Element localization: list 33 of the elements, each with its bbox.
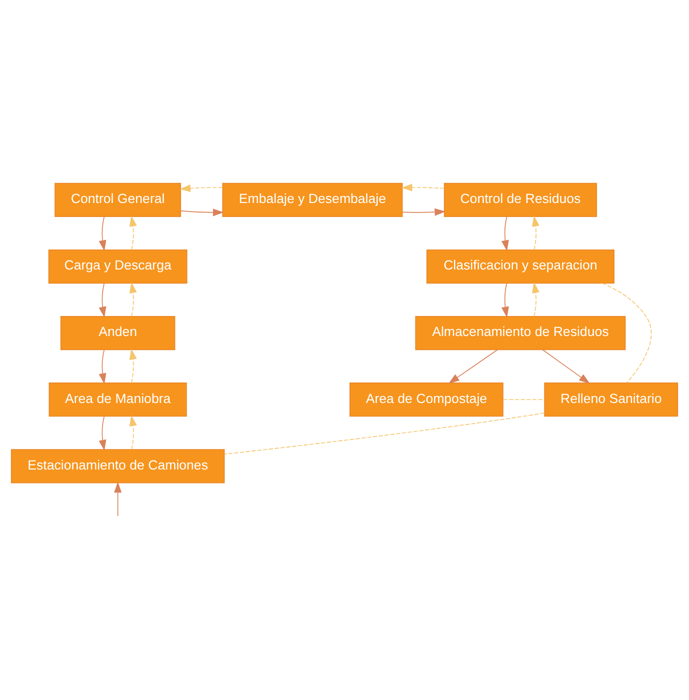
arrow [129, 216, 137, 250]
arrow [129, 415, 137, 450]
node-box: Almacenamiento de Residuos [415, 316, 626, 350]
arrow [129, 282, 137, 317]
connector [502, 399, 545, 400]
arrow [542, 349, 590, 384]
arrow [501, 216, 509, 252]
arrow [98, 216, 106, 252]
node-box: Estacionamiento de Camiones [10, 449, 225, 484]
arrow [401, 184, 445, 192]
node-box: Embalaje y Desembalaje [222, 182, 403, 218]
arrow [402, 208, 446, 216]
arrow [532, 216, 540, 250]
node-box: Control de Residuos [444, 182, 597, 218]
node-box: Control General [54, 182, 182, 218]
arrow [501, 282, 509, 318]
node-box: Anden [60, 316, 176, 350]
arrow [448, 349, 498, 384]
node-box: Area de Maniobra [48, 382, 187, 417]
node-box: Area de Compostaje [349, 382, 504, 417]
arrow [114, 482, 122, 516]
arrow [98, 350, 106, 384]
arrow [129, 348, 137, 384]
node-box: Clasificacion y separacion [426, 249, 614, 284]
node-box: Carga y Descarga [48, 249, 188, 284]
arrow [180, 208, 224, 216]
arrow [532, 282, 540, 317]
arrow [98, 282, 106, 318]
arrow [180, 184, 223, 192]
connector [602, 282, 652, 384]
arrow [98, 416, 106, 451]
connector [224, 412, 545, 455]
node-box: Relleno Sanitario [544, 382, 678, 417]
